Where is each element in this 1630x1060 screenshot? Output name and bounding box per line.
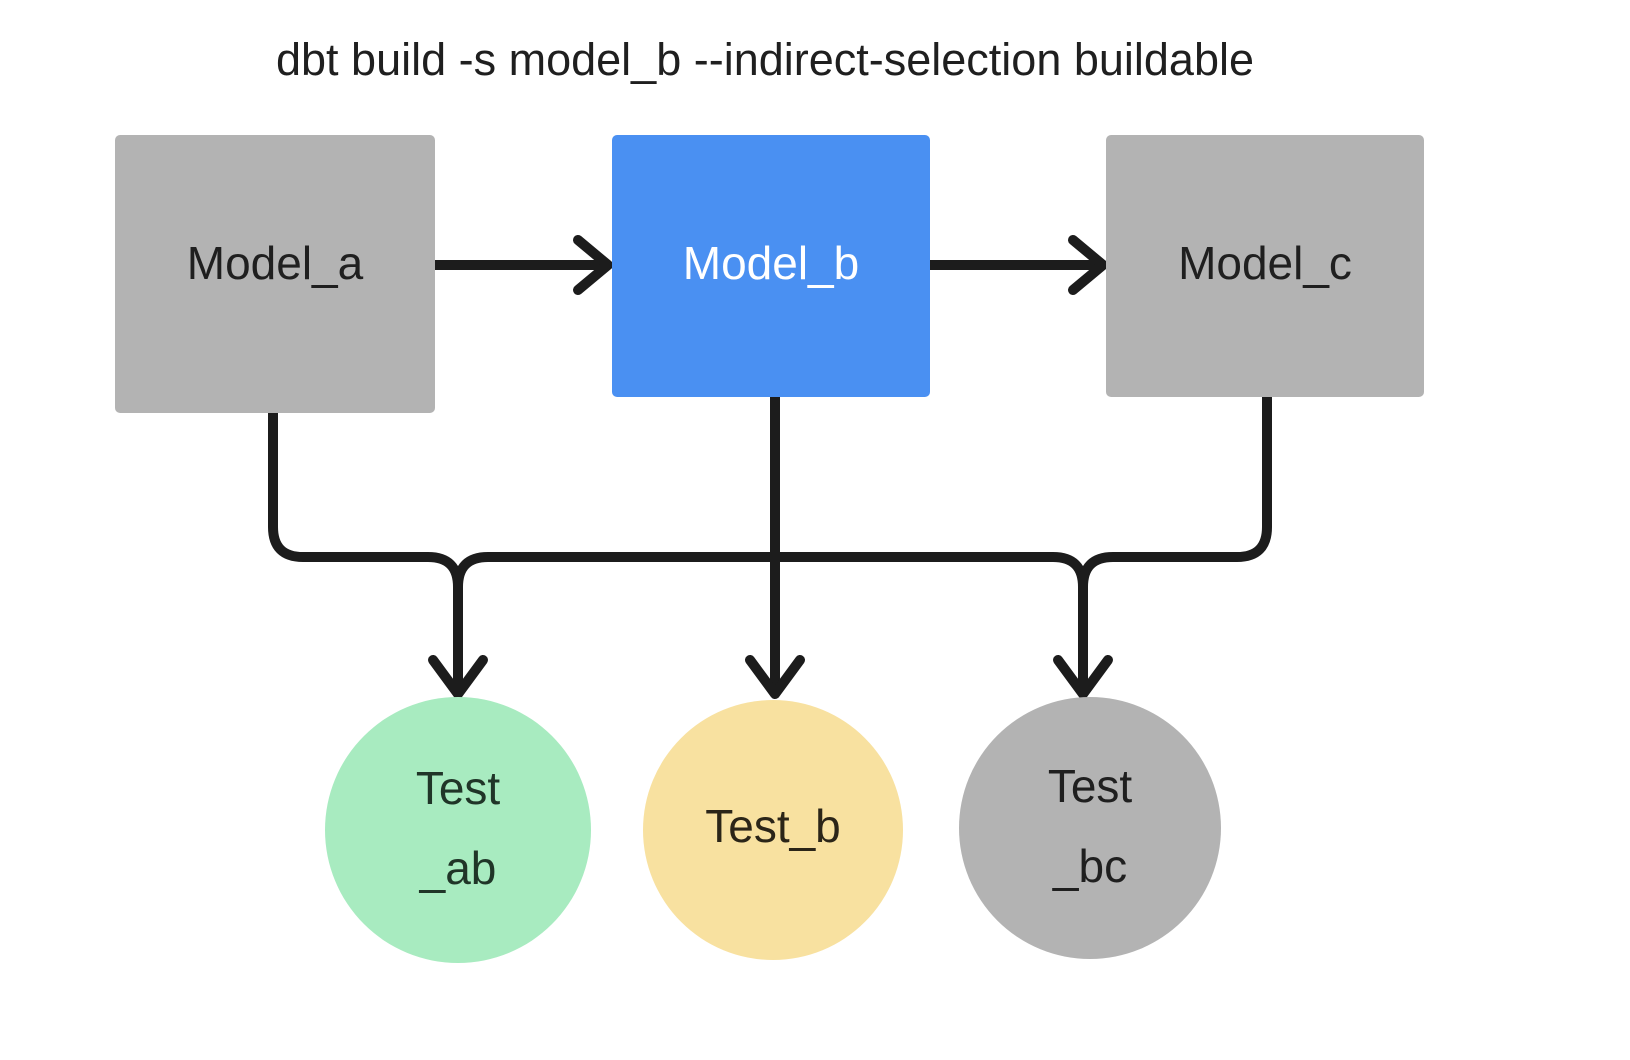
node-model-a[interactable]: Model_a (115, 135, 435, 413)
arrowhead-icon (573, 235, 613, 295)
edge-model-b-to-test-b (745, 397, 805, 699)
edge-model-c-to-test-bc (1078, 397, 1272, 690)
arrowhead-icon (1068, 235, 1108, 295)
edge-line (453, 397, 780, 690)
model-box[interactable] (1106, 135, 1424, 397)
edge-line (1078, 397, 1272, 690)
node-test-ab[interactable]: Test _ab (325, 697, 591, 963)
model-label: Model_a (187, 237, 364, 289)
node-test-bc[interactable]: Test _bc (959, 697, 1221, 959)
model-label: Model_c (1178, 237, 1352, 289)
arrowhead-icon (428, 655, 488, 699)
test-label-line2: _ab (419, 842, 497, 894)
edge-model-b-to-model-c (930, 235, 1108, 295)
arrowhead-icon (1053, 655, 1113, 699)
model-label: Model_b (683, 237, 859, 289)
test-label-line2: _bc (1052, 840, 1127, 892)
test-circle[interactable] (643, 700, 903, 960)
test-circle[interactable] (325, 697, 591, 963)
edge-model-b-to-test-ab (453, 397, 780, 690)
diagram-title: dbt build -s model_b --indirect-selectio… (276, 34, 1254, 85)
model-box[interactable] (612, 135, 930, 397)
test-label-line1: Test (1048, 760, 1133, 812)
node-model-b[interactable]: Model_b (612, 135, 930, 397)
edge-model-a-to-model-b (435, 235, 613, 295)
node-test-b[interactable]: Test_b (643, 700, 903, 960)
edges-layer (268, 235, 1272, 699)
test-label: Test_b (705, 800, 841, 852)
test-circle[interactable] (959, 697, 1221, 959)
arrowhead-icon (745, 655, 805, 699)
model-box[interactable] (115, 135, 435, 413)
node-model-c[interactable]: Model_c (1106, 135, 1424, 397)
test-label-line1: Test (416, 762, 501, 814)
